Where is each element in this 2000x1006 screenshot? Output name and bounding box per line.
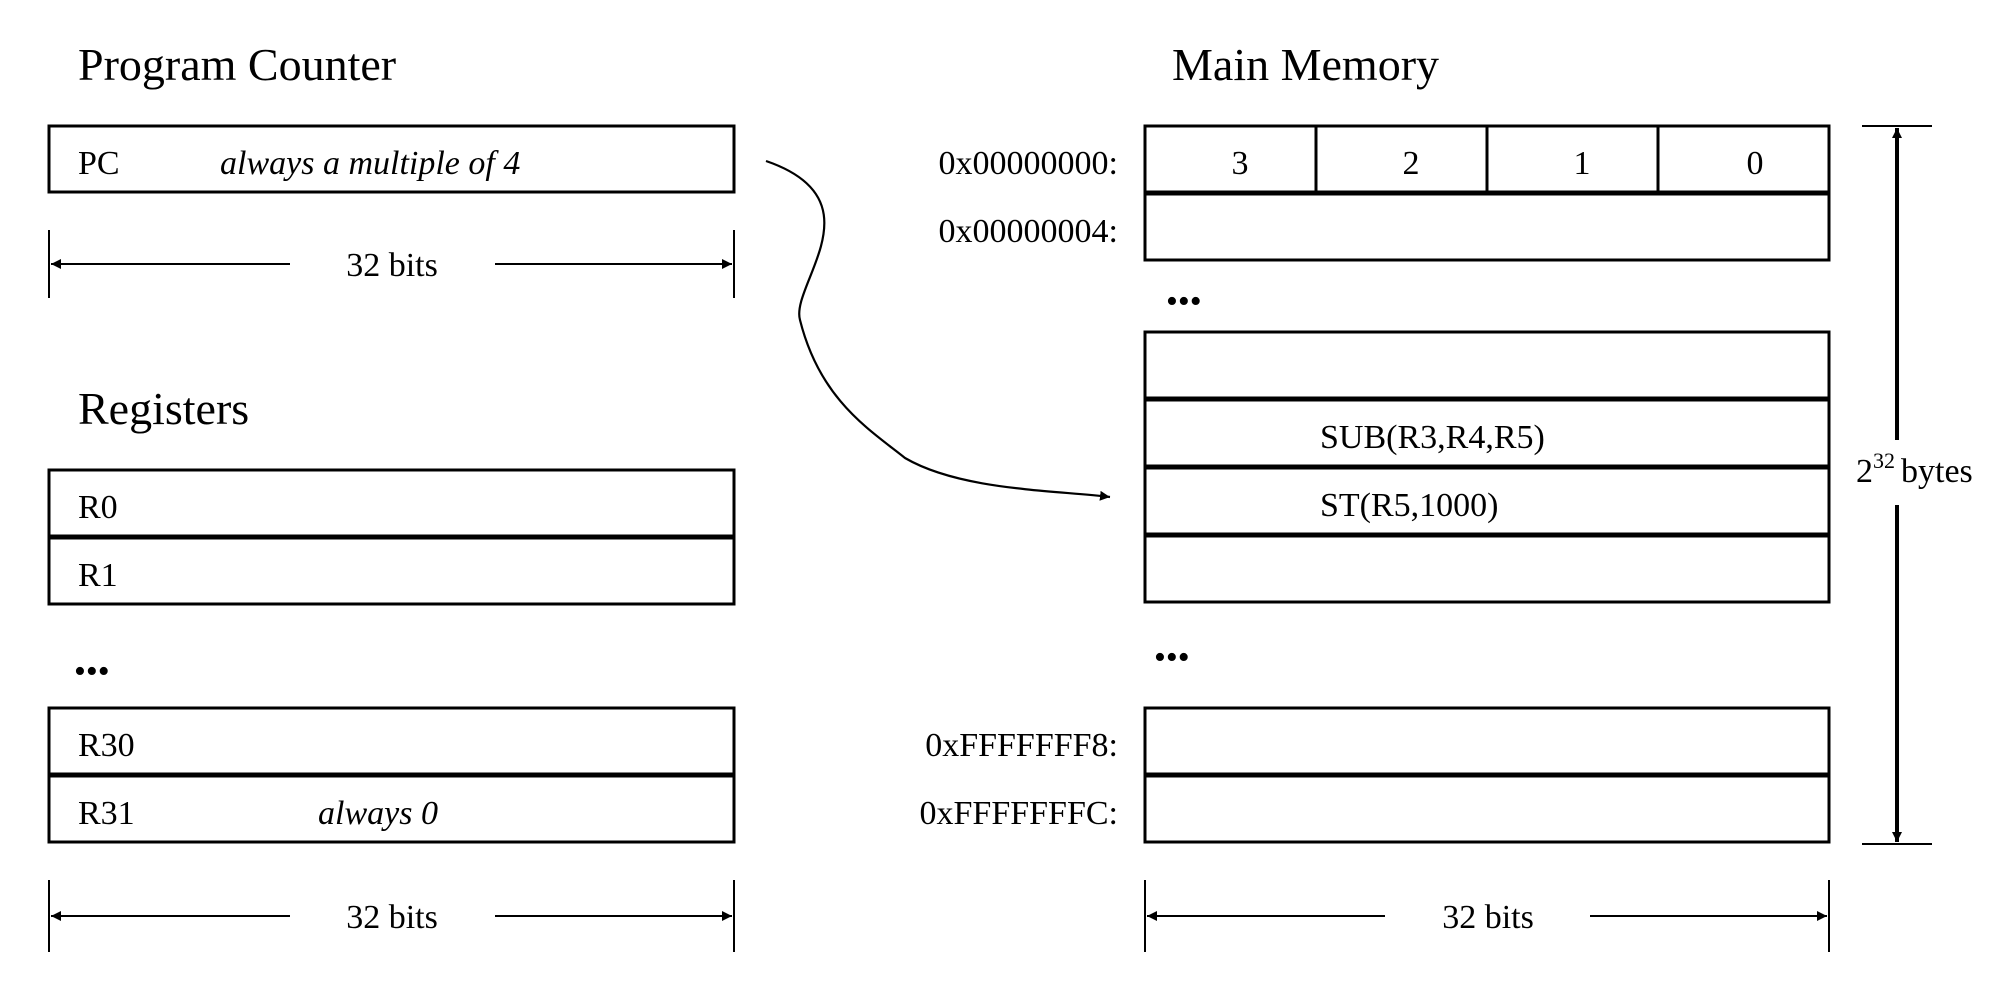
pc-note: always a multiple of 4	[220, 145, 520, 182]
pc-register: PC always a multiple of 4	[47, 124, 736, 194]
byte-label: 3	[1232, 145, 1249, 182]
register-r1: R1	[47, 536, 736, 606]
register-label: R0	[78, 489, 118, 526]
register-r31: R31 always 0	[47, 774, 736, 844]
program-counter-title: Program Counter	[78, 39, 396, 90]
register-label: R30	[78, 727, 135, 764]
memory-ellipsis-bottom: •••	[1154, 639, 1190, 676]
registers-title: Registers	[78, 383, 249, 434]
pc-label: PC	[78, 145, 120, 182]
memory-address: 0xFFFFFFFC:	[920, 795, 1119, 832]
memory-word-last-two	[1143, 706, 1831, 844]
register-file: R0 R1 ••• R30 R31 always 0	[47, 468, 736, 844]
instruction-sub: SUB(R3,R4,R5)	[1320, 419, 1545, 456]
registers-width-dimension: 32 bits	[48, 880, 735, 952]
byte-label: 2	[1403, 145, 1420, 182]
byte-label: 1	[1574, 145, 1591, 182]
registers-ellipsis: •••	[74, 653, 110, 690]
byte-label: 0	[1747, 145, 1764, 182]
memory-ellipsis-top: •••	[1166, 283, 1202, 320]
register-label: R1	[78, 557, 118, 594]
register-label: R31	[78, 795, 135, 832]
pc-width-label: 32 bits	[346, 247, 438, 284]
memory-middle-block: SUB(R3,R4,R5) ST(R5,1000)	[1143, 330, 1831, 604]
memory-address: 0xFFFFFFF8:	[925, 727, 1118, 764]
memory-word-0: 3 2 1 0	[1143, 124, 1831, 194]
register-r0: R0	[47, 468, 736, 538]
pc-pointer-arrow	[765, 159, 1111, 501]
memory-address: 0x00000004:	[939, 213, 1118, 250]
registers-width-label: 32 bits	[346, 899, 438, 936]
instruction-st: ST(R5,1000)	[1320, 487, 1499, 524]
r31-note: always 0	[318, 795, 438, 832]
register-r30: R30	[47, 706, 736, 776]
pc-width-dimension: 32 bits	[48, 230, 735, 298]
main-memory-title: Main Memory	[1172, 39, 1439, 90]
memory-address: 0x00000000:	[939, 145, 1118, 182]
memory-word-1	[1143, 192, 1831, 262]
memory-width-label: 32 bits	[1442, 899, 1534, 936]
memory-width-dimension: 32 bits	[1144, 880, 1830, 952]
